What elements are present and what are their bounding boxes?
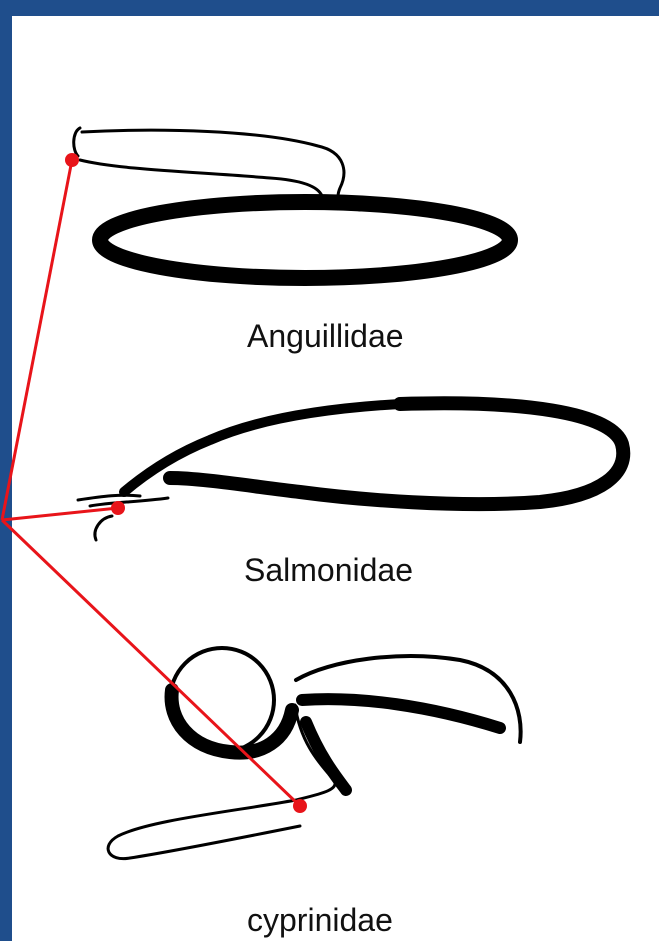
pneumatic-duct-marker-2 [111, 501, 125, 515]
pneumatic-duct-marker-3 [293, 799, 307, 813]
pneumatic-duct-marker-1 [65, 153, 79, 167]
salmon-swim-bladder-icon [78, 403, 623, 540]
eel-swim-bladder-icon [74, 128, 510, 278]
